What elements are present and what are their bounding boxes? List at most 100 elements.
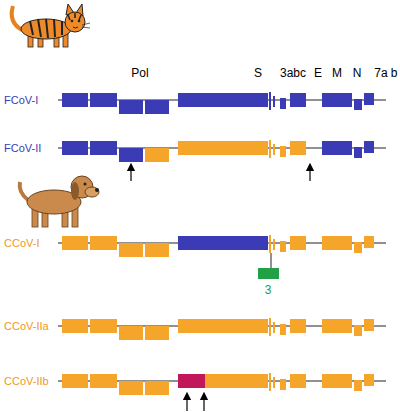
gene-label: M [332,67,342,79]
recombination-arrow [186,396,187,411]
strain-label: CCoV-IIb [4,376,49,387]
dog-illustration [20,176,99,227]
genome-ccov-iia [58,318,386,340]
strain-label: FCoV-II [4,143,41,154]
s-gene [178,236,268,250]
gene-3abc [269,318,271,336]
n-gene [322,319,352,333]
recombination-arrow [309,167,310,181]
pol-segment [90,141,117,155]
gene-7a [354,325,362,336]
gene-label: Pol [131,67,148,79]
pol-segment [90,93,117,107]
pol-segment [90,374,117,388]
gene-7a [354,242,362,253]
cat-whiskers [82,23,90,28]
s-gene [178,319,268,333]
cat-illustration [12,4,90,47]
pol-segment [145,100,169,114]
recombination-arrow [130,167,131,181]
pol-segment [62,93,88,107]
gene-3abc [273,96,275,107]
dog-nose [95,188,99,192]
s-gene-recombinant [178,374,205,388]
dog-ear [71,182,79,200]
pol-segment [119,243,143,257]
m-gene [290,374,306,388]
gene-3abc [273,144,275,155]
pol-segment [145,381,169,395]
gene-3abc [269,235,271,253]
pol-segment [62,374,88,388]
pol-segment [119,326,143,340]
gene-label: 7a [374,67,387,79]
genome-ccov-iib [58,373,386,411]
gene-label: 3abc [280,67,306,79]
m-gene [290,141,306,155]
e-gene [280,146,286,157]
strain-label: FCoV-I [4,95,38,106]
strain-label: CCoV-I [4,238,39,249]
cat-stripes [30,19,62,38]
gene-3-box [258,268,279,279]
gene-3abc [269,92,271,110]
e-gene [280,241,286,252]
cat-eye [71,20,74,23]
pol-segment [90,236,117,250]
gene-label: S [254,67,262,79]
genome-ccov-i [58,235,386,279]
gene-3abc [273,377,275,388]
cat-head [65,12,85,32]
gene-label: 3 [265,284,272,296]
cat-mouth [73,27,78,28]
gene-3abc [269,373,271,391]
gene-7b [364,319,374,331]
gene-7b [364,141,374,153]
n-gene [322,93,352,107]
pol-segment [119,381,143,395]
gene-7b [364,236,374,248]
n-gene [322,141,352,155]
gene-3abc [273,322,275,333]
leader-line [271,253,272,268]
pol-segment [119,148,143,162]
pol-segment [62,141,88,155]
m-gene [290,236,306,250]
dog-eye [84,183,87,186]
gene-7a [354,99,362,110]
dog-snout [85,187,99,197]
gene-label: E [314,67,322,79]
cat-tail [12,6,22,30]
pol-segment [62,236,88,250]
cat-body [21,19,71,39]
pol-segment [145,243,169,257]
dog-tail [20,182,28,200]
e-gene [280,98,286,109]
s-gene [178,374,268,388]
gene-7a [354,380,362,391]
e-gene [280,379,286,390]
gene-7b [364,374,374,386]
gene-label: N [353,67,362,79]
genome-fcov-ii [58,140,386,181]
recombination-arrow [203,396,204,411]
gene-7a [354,147,362,158]
pol-segment [145,326,169,340]
cat-stripes [68,13,81,20]
gene-3abc [269,140,271,158]
m-gene [290,319,306,333]
gene-3abc [273,239,275,250]
s-gene [178,141,268,155]
strain-label: CCoV-IIa [4,321,49,332]
pol-segment [62,319,88,333]
pol-segment [145,148,169,162]
n-gene [322,236,352,250]
m-gene [290,93,306,107]
gene-7b [364,93,374,105]
n-gene [322,374,352,388]
e-gene [280,324,286,335]
pol-segment [119,100,143,114]
